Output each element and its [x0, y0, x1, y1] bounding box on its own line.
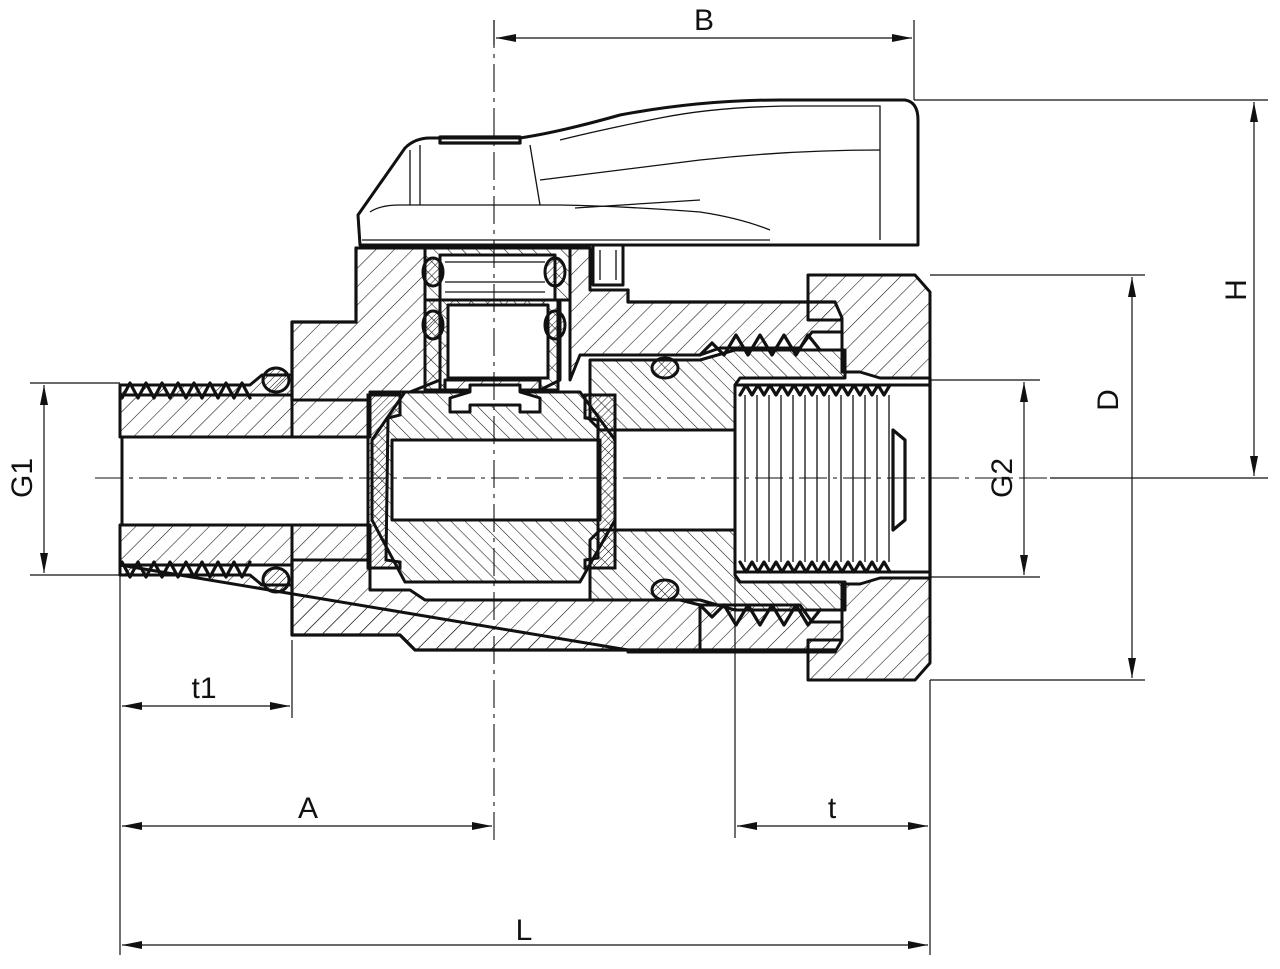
- dimension-lines: [30, 20, 1268, 955]
- male-thread-g1: [120, 381, 252, 579]
- label-L: L: [516, 914, 533, 947]
- label-D: D: [1092, 389, 1125, 411]
- union-thread: [698, 333, 822, 627]
- label-G2: G2: [986, 458, 1019, 498]
- label-G1: G1: [6, 458, 39, 498]
- body-outline: [290, 246, 358, 402]
- lever-handle: [356, 98, 920, 247]
- center-lines: [95, 20, 1050, 840]
- valve-body: [118, 246, 844, 654]
- label-H: H: [1220, 279, 1253, 301]
- label-t: t: [828, 792, 837, 825]
- body-outline-upper: [626, 288, 837, 304]
- inner-insert: [588, 348, 847, 612]
- stem: [421, 243, 625, 392]
- union-nut: [806, 273, 932, 682]
- flow-bore: [120, 435, 370, 527]
- ball: [366, 383, 617, 584]
- label-A: A: [298, 792, 318, 825]
- body-outline-lower: [290, 558, 837, 652]
- label-t1: t1: [191, 672, 216, 705]
- label-B: B: [694, 4, 714, 37]
- shoulder-o-rings: [261, 366, 291, 594]
